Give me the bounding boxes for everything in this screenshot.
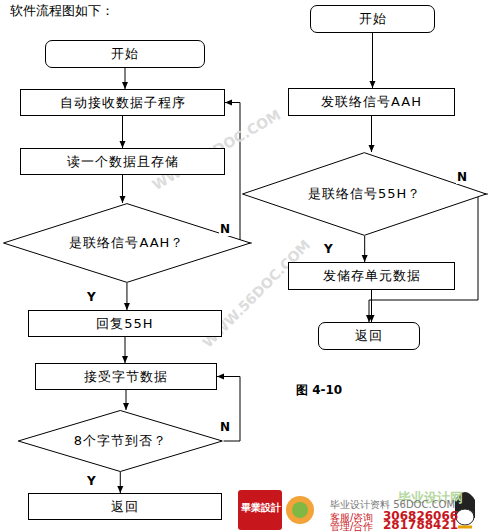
branch-label: N [219, 420, 231, 434]
node-text: 是联络信号AAH？ [69, 234, 184, 252]
flow-arrow [371, 116, 372, 152]
watermark: 管理/合作 [330, 521, 373, 532]
branch-label: Y [323, 242, 334, 256]
branch-label: N [219, 222, 231, 236]
node-text: 读一个数据且存储 [67, 153, 179, 171]
decision-diamond: 是联络信号55H？ [241, 152, 488, 236]
terminal-box: 开始 [310, 5, 435, 33]
node-text: 8个字节到否？ [74, 432, 167, 450]
watermark: 281788421 [383, 519, 458, 532]
node-text: 回复55H [96, 315, 153, 333]
node-text: 自动接收数据子程序 [60, 94, 186, 112]
node-text: 发储存单元数据 [323, 267, 421, 285]
flow-arrow [217, 377, 240, 442]
flow-arrow [372, 33, 373, 88]
caption-text: 软件流程图如下： [10, 4, 114, 18]
node-text: 开始 [111, 45, 139, 63]
node-text: 是联络信号55H？ [308, 185, 421, 203]
terminal-box: 开始 [45, 40, 205, 68]
flow-arrow [122, 116, 123, 148]
process-box: 返回 [28, 493, 222, 520]
process-box: 发储存单元数据 [288, 262, 455, 290]
process-box: 接受字节数据 [35, 363, 217, 390]
flow-arrow [364, 236, 365, 262]
process-box: 读一个数据且存储 [20, 148, 225, 175]
branch-label: Y [86, 474, 97, 488]
flow-arrow [120, 472, 121, 493]
process-box: 自动接收数据子程序 [20, 89, 225, 116]
node-text: 发联络信号AAH [321, 93, 422, 111]
decision-diamond: 8个字节到否？ [17, 410, 224, 472]
flow-arrow [122, 175, 123, 203]
flow-arrow [125, 68, 126, 89]
decision-diamond: 是联络信号AAH？ [2, 203, 252, 283]
node-text: 返回 [111, 498, 139, 516]
branch-label: Y [86, 290, 97, 304]
flow-arrow [126, 283, 127, 310]
process-box: 发联络信号AAH [288, 88, 455, 116]
logo-text: 畢業設計 [240, 502, 282, 513]
branch-label: N [456, 170, 468, 184]
node-text: 开始 [359, 10, 387, 28]
process-box: 回复55H [28, 310, 222, 337]
flow-arrow [126, 390, 127, 410]
flow-arrow [371, 290, 372, 322]
terminal-box: 返回 [318, 322, 420, 350]
watermark: 毕业设计资料 56DOC.COM [330, 499, 455, 510]
node-text: 返回 [355, 327, 383, 345]
flow-arrow [125, 337, 126, 363]
figure-number: 图 4-10 [296, 384, 342, 397]
node-text: 接受字节数据 [84, 368, 168, 386]
